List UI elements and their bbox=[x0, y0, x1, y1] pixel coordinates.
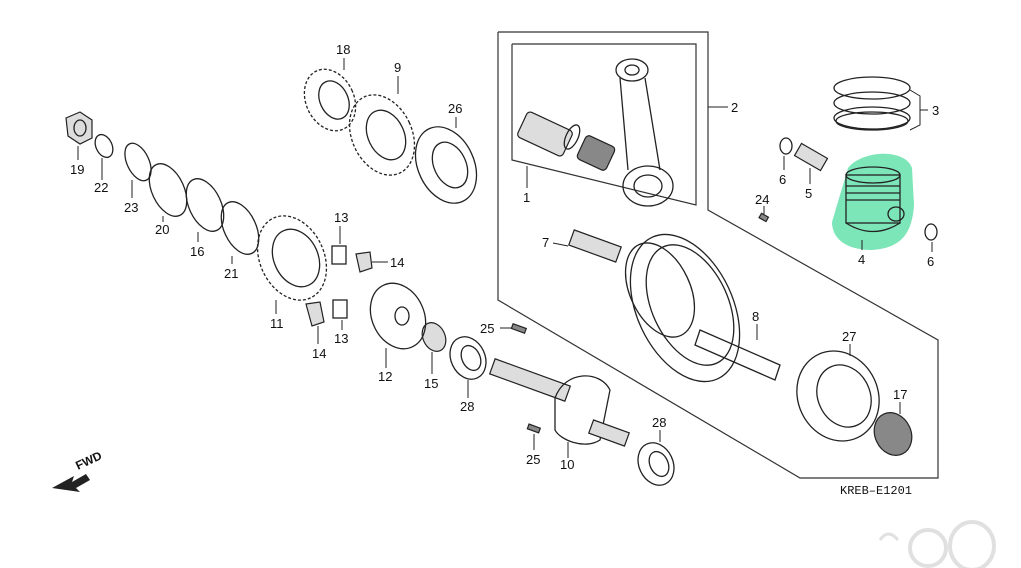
leader-lines bbox=[77, 58, 933, 458]
label-9: 9 bbox=[394, 60, 401, 75]
label-1: 1 bbox=[523, 190, 530, 205]
nut-part[interactable] bbox=[65, 111, 93, 145]
piston-rings-part[interactable] bbox=[833, 76, 911, 131]
label-27: 27 bbox=[842, 329, 856, 344]
label-11: 11 bbox=[270, 316, 284, 331]
watermark bbox=[878, 520, 996, 568]
pin-14-lower[interactable] bbox=[305, 301, 325, 327]
bearing-28-lower-part[interactable] bbox=[631, 437, 680, 491]
piston-pin-part[interactable] bbox=[793, 142, 829, 172]
label-17: 17 bbox=[893, 387, 907, 402]
label-6-right: 6 bbox=[927, 254, 934, 269]
gear-9-part[interactable] bbox=[337, 84, 427, 185]
piston-highlight bbox=[832, 153, 914, 250]
label-14-upper: 14 bbox=[390, 255, 404, 270]
needle-bearing-part[interactable] bbox=[576, 134, 616, 171]
label-8: 8 bbox=[752, 309, 759, 324]
bearing-27-part[interactable] bbox=[782, 337, 893, 454]
label-3: 3 bbox=[932, 103, 939, 118]
label-15: 15 bbox=[424, 376, 438, 391]
label-21: 21 bbox=[224, 266, 238, 281]
bearing-26-part[interactable] bbox=[404, 117, 489, 213]
bearing-28-upper-part[interactable] bbox=[443, 331, 492, 385]
label-14-lower: 14 bbox=[312, 346, 326, 361]
label-16: 16 bbox=[190, 244, 204, 259]
crankshaft-left-part[interactable] bbox=[488, 358, 631, 447]
label-28-upper: 28 bbox=[460, 399, 474, 414]
dowel-pin-part[interactable] bbox=[758, 212, 770, 223]
label-25-lower: 25 bbox=[526, 452, 540, 467]
conrod-inner-frame bbox=[511, 43, 697, 206]
label-13-lower: 13 bbox=[334, 331, 348, 346]
label-26: 26 bbox=[448, 101, 462, 116]
washer-22-part[interactable] bbox=[92, 132, 117, 161]
conrod-assembly-frame bbox=[497, 31, 939, 479]
label-20: 20 bbox=[155, 222, 169, 237]
piston-pin-clip-left[interactable] bbox=[779, 137, 793, 155]
woodruff-key-lower[interactable] bbox=[526, 423, 542, 434]
pin-14-upper[interactable] bbox=[355, 251, 373, 273]
label-24: 24 bbox=[755, 192, 769, 207]
collar-part[interactable] bbox=[418, 319, 451, 355]
part-labels: 18 9 26 19 22 23 20 16 21 11 13 14 13 14… bbox=[70, 42, 939, 472]
label-6-left: 6 bbox=[779, 172, 786, 187]
label-22: 22 bbox=[94, 180, 108, 195]
forward-label: FWD bbox=[73, 448, 104, 472]
gear-18-part[interactable] bbox=[295, 61, 366, 139]
label-13-upper: 13 bbox=[334, 210, 348, 225]
woodruff-key-upper[interactable] bbox=[510, 322, 528, 334]
washer-16-part[interactable] bbox=[179, 173, 232, 237]
crankshaft-right-part[interactable] bbox=[568, 217, 781, 399]
gear-11-part[interactable] bbox=[244, 205, 339, 312]
forward-arrow: FWD bbox=[52, 448, 104, 492]
spring-13-upper[interactable] bbox=[331, 245, 347, 265]
washer-21-part[interactable] bbox=[214, 196, 267, 260]
label-18: 18 bbox=[336, 42, 350, 57]
label-10: 10 bbox=[560, 457, 574, 472]
piston-pin-clip-right[interactable] bbox=[924, 223, 938, 241]
label-4: 4 bbox=[858, 252, 865, 267]
circlip-part[interactable] bbox=[120, 139, 157, 185]
label-25-upper: 25 bbox=[480, 321, 494, 336]
washer-20-part[interactable] bbox=[142, 158, 195, 222]
needle-bearing-17-part[interactable] bbox=[867, 406, 918, 461]
spring-13-lower[interactable] bbox=[332, 299, 348, 319]
connecting-rod-part[interactable] bbox=[615, 58, 674, 207]
label-7: 7 bbox=[542, 235, 549, 250]
label-2: 2 bbox=[731, 100, 738, 115]
label-5: 5 bbox=[805, 186, 812, 201]
piston-part[interactable] bbox=[845, 166, 905, 233]
label-19: 19 bbox=[70, 162, 84, 177]
diagram-code: KREB–E1201 bbox=[840, 484, 912, 498]
label-28-lower: 28 bbox=[652, 415, 666, 430]
plate-part[interactable] bbox=[360, 274, 436, 358]
crank-pin-part[interactable] bbox=[516, 111, 583, 158]
label-12: 12 bbox=[378, 369, 392, 384]
label-23: 23 bbox=[124, 200, 138, 215]
